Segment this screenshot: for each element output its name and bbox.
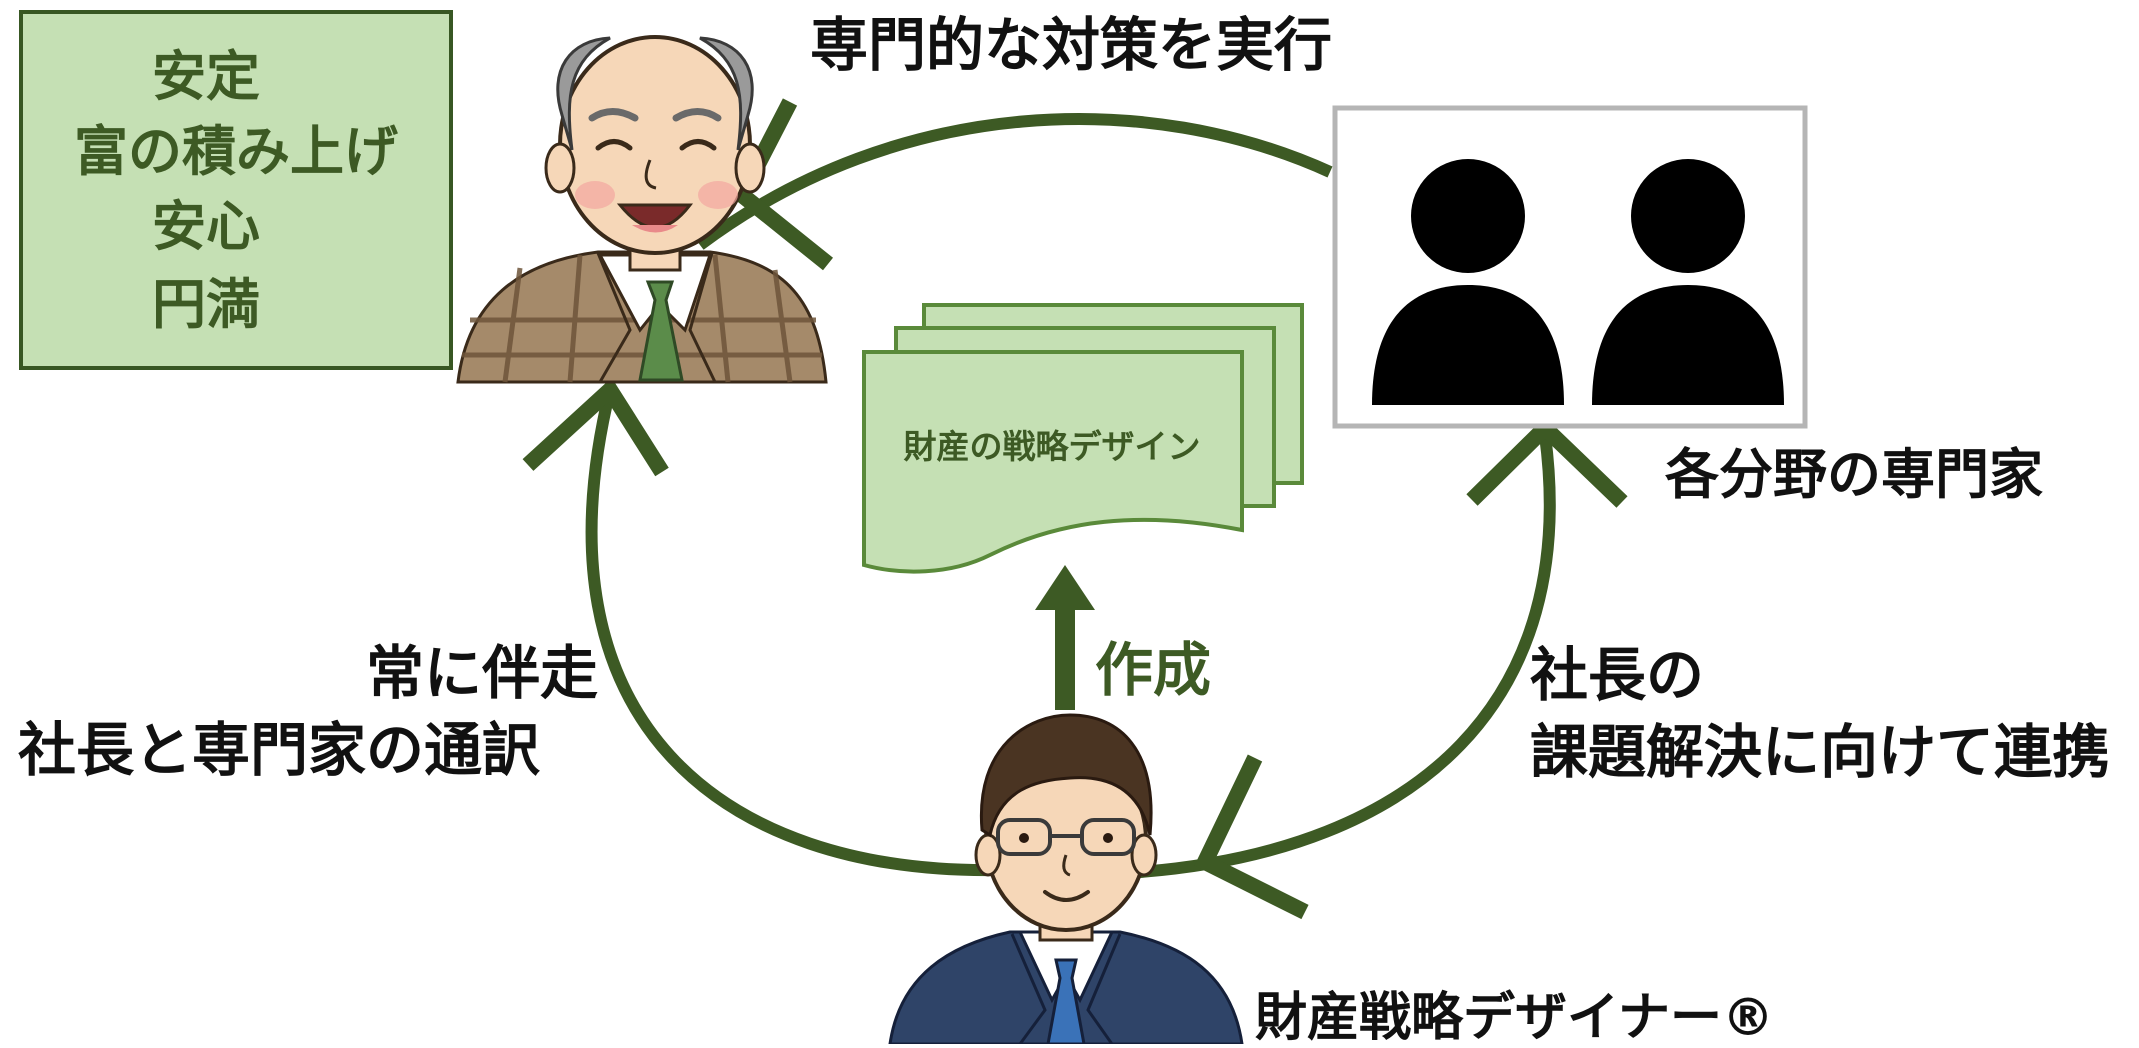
designer-hair: [979, 713, 1153, 838]
goals-box: 安定 富の積み上げ 安心 円満: [19, 10, 453, 370]
arrowhead-top-icon: [731, 98, 834, 271]
document-sheet-front: [862, 350, 1244, 574]
goal-line-4: 円満: [152, 273, 260, 336]
goal-line-1: 安定: [152, 45, 260, 108]
designer-label: 財産戦略デザイナー®: [1255, 988, 1774, 1044]
arc-designer-to-president: [585, 388, 1001, 877]
president-tie: [638, 280, 684, 382]
create-label: 作成: [1095, 636, 1211, 704]
arrowhead-bottom-icon: [1194, 754, 1309, 920]
right-label-line-2: 課題解決に向けて連携: [1530, 718, 2110, 786]
goals-box-frame: [19, 10, 453, 370]
experts-box: [1332, 105, 1808, 429]
document-title: 財産の戦略デザイン: [904, 427, 1201, 466]
create-arrow-head-icon: [1035, 565, 1095, 610]
create-arrow-shaft: [1055, 600, 1075, 710]
arc-designer-to-experts: [1139, 434, 1556, 878]
designer-mouth: [1043, 890, 1090, 902]
president-illustration: [456, 35, 828, 384]
goal-line-2: 富の積み上げ: [74, 120, 398, 183]
designer-illustration: [888, 713, 1244, 1046]
right-label-line-1: 社長の: [1530, 641, 1704, 709]
two-person-silhouette-icon: [1372, 159, 1784, 405]
left-label-line-1: 常に伴走: [366, 639, 598, 707]
left-label-line-2: 社長と専門家の通訳: [18, 716, 541, 784]
create-arrow: [1035, 565, 1095, 710]
arrowhead-left-icon: [522, 377, 669, 477]
cycle-arrows: [585, 113, 1556, 878]
experts-label: 各分野の専門家: [1665, 443, 2043, 506]
goal-line-3: 安心: [152, 195, 260, 258]
arc-experts-to-president: [696, 113, 1333, 250]
strategy-document-stack: 財産の戦略デザイン: [862, 303, 1304, 574]
glasses-icon: [996, 818, 1136, 856]
top-action-label: 専門的な対策を実行: [810, 11, 1332, 79]
